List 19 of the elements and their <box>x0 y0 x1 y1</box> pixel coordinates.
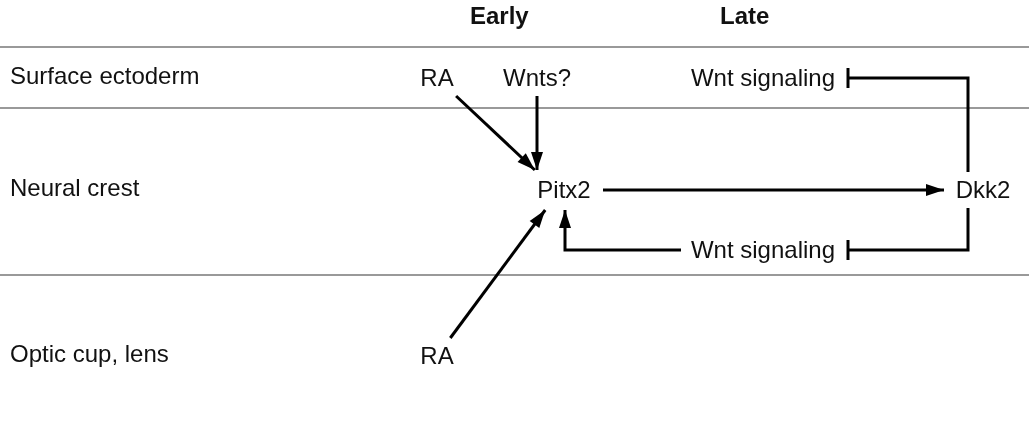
gene-label: Pitx2 <box>527 174 601 206</box>
gene-label: Dkk2 <box>948 174 1018 206</box>
gene-label: Wnt signaling <box>683 234 843 266</box>
row-label: Neural crest <box>10 174 140 202</box>
row-label: Surface ectoderm <box>10 62 200 90</box>
inhibition-line <box>846 66 970 172</box>
gene-label: Wnts? <box>495 62 579 94</box>
gene-label: RA <box>415 62 459 94</box>
inhibition-line <box>846 208 970 262</box>
arrow <box>603 184 944 196</box>
gene-label: Wnt signaling <box>683 62 843 94</box>
gene-label: RA <box>415 340 459 372</box>
arrow <box>455 94 536 172</box>
column-header: Late <box>720 2 770 30</box>
column-header: Early <box>470 2 529 30</box>
arrow <box>449 209 547 339</box>
row-label: Optic cup, lens <box>10 340 169 368</box>
arrow <box>531 96 543 170</box>
arrow <box>559 210 681 252</box>
